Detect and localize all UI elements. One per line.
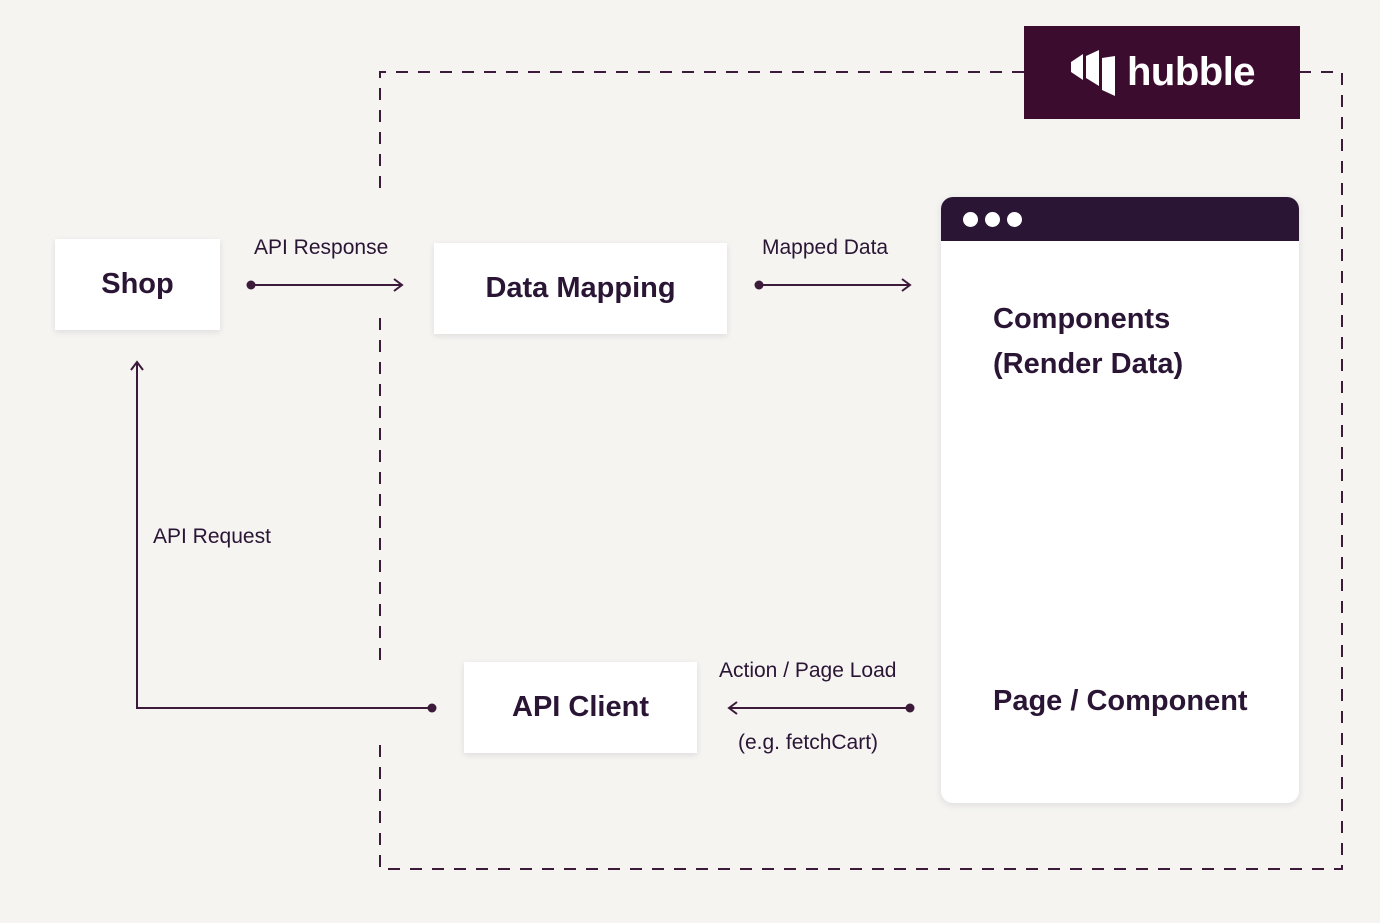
- api-request-label: API Request: [153, 525, 271, 548]
- window-dot-icon: [985, 211, 1000, 227]
- shop-node: Shop: [55, 239, 220, 330]
- window-titlebar: [941, 197, 1299, 241]
- components-title: Components (Render Data): [993, 297, 1283, 387]
- window-dot-icon: [963, 211, 978, 227]
- components-title-line2: (Render Data): [993, 348, 1184, 380]
- api-response-label: API Response: [254, 236, 389, 259]
- hubble-logo: hubble: [1024, 26, 1300, 119]
- action-page-load-arrow: [727, 701, 915, 715]
- mapped-data-arrow: [754, 278, 912, 292]
- mapped-data-label: Mapped Data: [762, 236, 889, 259]
- api-response-arrow: [246, 278, 404, 292]
- page-component-label: Page / Component: [993, 685, 1248, 717]
- hubble-logo-icon: [1070, 49, 1115, 96]
- api-client-node: API Client: [464, 662, 697, 753]
- action-page-load-label: Action / Page Load: [719, 659, 897, 682]
- window-dot-icon: [1007, 211, 1022, 227]
- components-title-line1: Components: [993, 303, 1171, 335]
- app-window: Components (Render Data) Page / Componen…: [941, 197, 1299, 803]
- hubble-logo-text: hubble: [1126, 50, 1256, 94]
- api-request-arrow: [130, 360, 437, 713]
- data-mapping-node: Data Mapping: [434, 243, 727, 334]
- hubble-boundary: [379, 71, 1343, 870]
- example-call-label: (e.g. fetchCart): [738, 731, 879, 754]
